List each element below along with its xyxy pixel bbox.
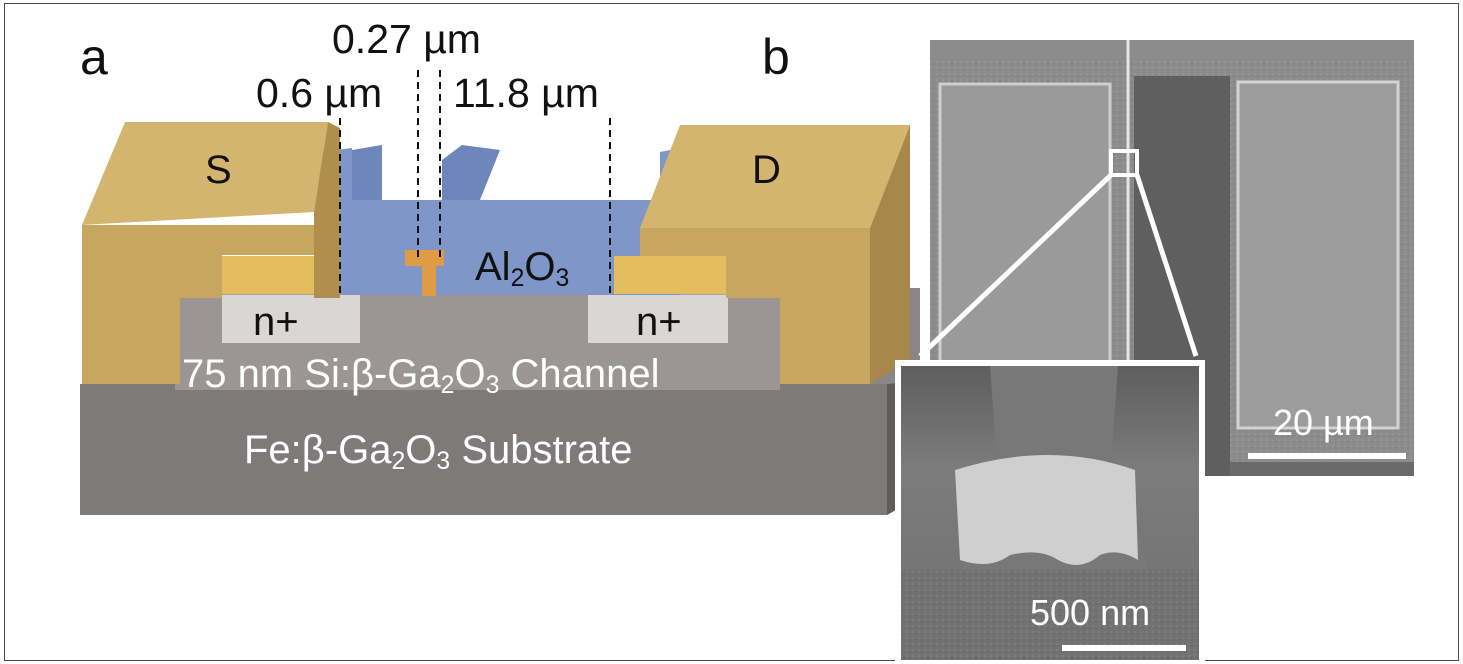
contact-right [614, 256, 726, 294]
drain-front [640, 228, 870, 384]
nplus-left-label: n+ [253, 300, 299, 344]
drain-label: D [752, 148, 781, 192]
source-label: S [205, 148, 232, 192]
scale-label-inset: 500 nm [1030, 592, 1151, 633]
inset-gate-bright [955, 455, 1138, 565]
panel-a-label: a [80, 29, 108, 85]
nplus-left-region [222, 295, 360, 343]
contact-left [222, 256, 332, 294]
channel-layer-label: 75 nm Si:β-Ga2O3 Channel [182, 352, 660, 400]
oxide-fin-right [442, 145, 500, 200]
nplus-right-label: n+ [636, 300, 682, 344]
sem-zoom-line-right [1134, 174, 1199, 357]
scale-label-large: 20 µm [1273, 402, 1374, 443]
drain-top [640, 125, 910, 228]
nplus-right-region [588, 295, 728, 343]
sem-zoom-line-left [918, 173, 1113, 358]
source-gate-gap-label: 0.6 µm [256, 70, 383, 116]
sem-zoom-box [1109, 149, 1139, 177]
source-top [82, 122, 328, 225]
panel-b-label: b [762, 29, 790, 85]
oxide-fin-left [352, 145, 382, 200]
gate-electrode [405, 250, 444, 296]
substrate-front [80, 384, 887, 515]
oxide-label: Al2O3 [475, 245, 570, 293]
sem-inset-image [895, 360, 1205, 662]
source-front-right [314, 122, 340, 298]
source-front-left [82, 225, 314, 384]
figure-frame [4, 3, 1459, 661]
drain-side [870, 125, 910, 384]
substrate-layer-label: Fe:β-Ga2O3 Substrate [244, 428, 633, 476]
sem-right-pad [1236, 80, 1400, 430]
gate-length-label: 0.27 µm [332, 16, 481, 62]
gate-drain-gap-label: 11.8 µm [453, 70, 599, 116]
